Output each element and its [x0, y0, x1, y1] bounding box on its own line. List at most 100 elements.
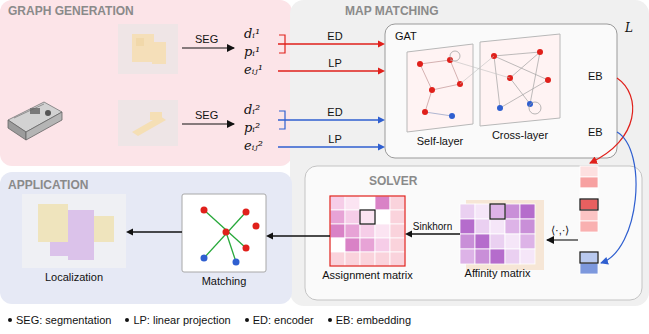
node-label: eᵢⱼ¹: [244, 62, 263, 78]
edge-label: LP: [328, 57, 341, 70]
connector: [411, 233, 460, 234]
connector: [278, 43, 379, 44]
layer-panel: Self-layer: [405, 44, 475, 132]
node-label: Matching: [202, 275, 247, 288]
matrix-cell: [460, 219, 475, 234]
connector: [272, 235, 330, 236]
matrix-cell: [330, 238, 345, 252]
affinity-backing: [466, 200, 544, 270]
matrix-cell: [475, 234, 490, 249]
node-label: Cross-layer: [492, 129, 548, 142]
matrix-cell: [390, 210, 405, 224]
panel-title: MAP MATCHING: [345, 4, 439, 18]
matrix-cell: [580, 210, 598, 221]
highlight-cell: [490, 204, 505, 219]
panel-fill: [290, 0, 649, 306]
matching-graph: [201, 207, 260, 266]
matrix-cell: [505, 234, 520, 249]
seg-arrow: [182, 47, 234, 48]
matrix: Assignment matrix: [330, 196, 405, 266]
matrix-cell: [360, 210, 375, 224]
matrix-cell: [520, 234, 535, 249]
node-label: Affinity matrix: [465, 267, 531, 280]
annotation-label: SEG: [195, 109, 218, 122]
panel-title: APPLICATION: [8, 178, 88, 192]
matrix-cell: [390, 224, 405, 238]
legend-item: LP: linear projection: [125, 314, 230, 326]
legend-bullet: [125, 318, 129, 322]
legend-bullet: [8, 318, 12, 322]
matrix-cell: [460, 204, 475, 219]
matrix-cell: [360, 196, 375, 210]
matrix-cell: [580, 199, 598, 210]
matrix-cell: [580, 252, 598, 263]
matrix-cell: [460, 249, 475, 264]
panel-title: GRAPH GENERATION: [8, 4, 134, 18]
legend-bullet: [245, 318, 249, 322]
node-label: Assignment matrix: [322, 269, 412, 282]
arrow-head: [266, 233, 273, 240]
annotation-label: ⟨·,·⟩: [551, 224, 569, 237]
legend-text: ED: encoder: [253, 314, 314, 326]
matrix-cell: [345, 252, 360, 266]
matrix-cell: [520, 249, 535, 264]
matrix-cell: [520, 204, 535, 219]
matrix-cell: [360, 238, 375, 252]
localization-image: [22, 194, 126, 268]
arrow-head: [378, 117, 385, 124]
matrix-cell: [375, 224, 390, 238]
matrix-cell: [360, 224, 375, 238]
image-box: Localization: [22, 194, 126, 268]
edge-label: LP: [328, 133, 341, 146]
arrow-head: [378, 68, 385, 75]
matrix-cell: [580, 177, 598, 188]
seg-arrow: [182, 123, 234, 124]
connector: [278, 119, 379, 120]
arrow-head: [378, 144, 385, 151]
inner-product-arrow: [547, 239, 578, 240]
highlight-cell: [580, 199, 598, 210]
legend-item: EB: embedding: [328, 314, 411, 326]
matrix-cell: [475, 219, 490, 234]
matrix-cell: [390, 238, 405, 252]
matrix-cell: [475, 204, 490, 219]
segmented-image: [118, 100, 178, 146]
panel: GRAPH GENERATIONdᵢ¹pᵢ¹eᵢⱼ¹dᵢ²pᵢ²eᵢⱼ²: [0, 0, 292, 166]
arrow-head: [126, 229, 133, 236]
arrow-head: [378, 41, 385, 48]
annotation-label: SEG: [195, 33, 218, 46]
matrix-cell: [390, 196, 405, 210]
matrix-cells: [330, 166, 598, 274]
matrix-cell: [505, 204, 520, 219]
matrix-cell: [580, 221, 598, 232]
floorplan-image: [118, 24, 178, 74]
matrix-cell: [580, 263, 598, 274]
node-label: L: [625, 22, 633, 35]
node-label: Localization: [45, 271, 103, 284]
arrow-head: [405, 231, 412, 238]
feature-set: dᵢ²pᵢ²eᵢⱼ²: [240, 100, 278, 158]
matrix-cell: [375, 210, 390, 224]
cross-layer-graph: [480, 34, 560, 126]
connector: [132, 231, 182, 232]
connector: [278, 146, 379, 147]
matrix-cell: [490, 219, 505, 234]
matrix-cell: [375, 238, 390, 252]
matrix-cell: [490, 249, 505, 264]
matrix-cell: [330, 196, 345, 210]
matrix-cell: [345, 196, 360, 210]
legend-item: ED: encoder: [245, 314, 314, 326]
legend-bullet: [328, 318, 332, 322]
edge-label: Sinkhorn: [413, 220, 452, 233]
panel: APPLICATIONLocalizationMatching: [0, 172, 292, 304]
matrix-cell: [330, 224, 345, 238]
matrix-cell: [505, 219, 520, 234]
matrix-cell: [490, 234, 505, 249]
matrix-cell: [330, 252, 345, 266]
legend-text: LP: linear projection: [133, 314, 230, 326]
matrix-cell: [345, 224, 360, 238]
legend-text: EB: embedding: [336, 314, 411, 326]
panel-fill: [385, 24, 617, 158]
edge-label: ED: [327, 106, 342, 119]
